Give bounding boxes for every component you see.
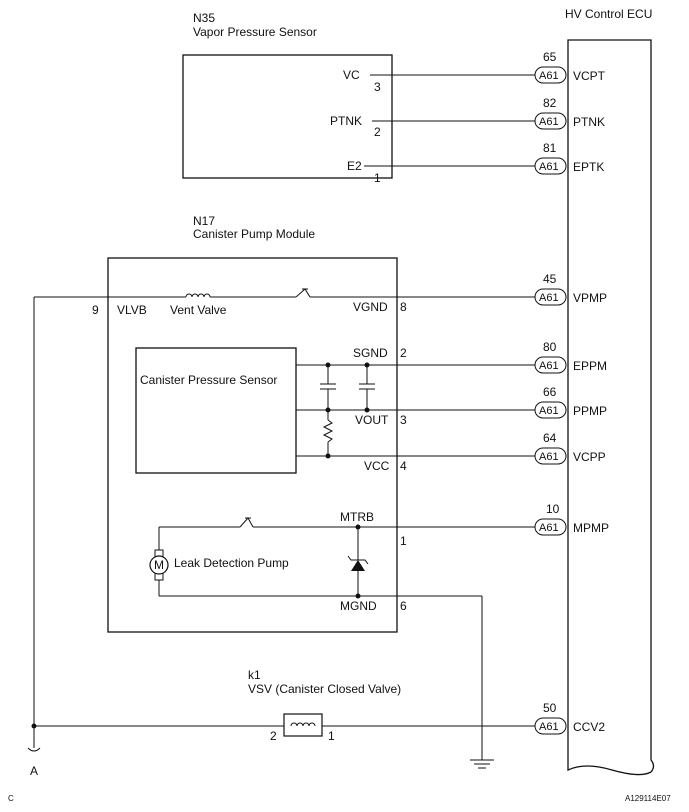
ecu-title: HV Control ECU <box>565 7 652 21</box>
ecu-pin-no: 10 <box>546 502 560 516</box>
leak-pump-label: Leak Detection Pump <box>174 556 289 570</box>
ecu-pin-name: VCPP <box>573 450 606 464</box>
ecu-pin-no: 82 <box>543 96 557 110</box>
vsv-circuit <box>27 297 535 752</box>
ecu-pin-no: 81 <box>543 141 557 155</box>
pin-name-mtrb: MTRB <box>340 510 374 524</box>
vapor-sensor-box <box>182 54 393 179</box>
leak-pump-circuit <box>149 517 535 769</box>
ecu-pin-name: VCPT <box>573 69 606 83</box>
pin-no-vlvb: 9 <box>92 303 99 317</box>
connector-code: A61 <box>539 70 559 82</box>
connector-code: A61 <box>539 405 559 417</box>
ecu-connector-vpmp: 45 A61 VPMP <box>534 272 607 306</box>
connector-code: A61 <box>539 522 559 534</box>
pin-name-mgnd: MGND <box>340 599 377 613</box>
pin-no-mtrb: 1 <box>400 534 407 548</box>
pin-no-e2: 1 <box>374 171 381 185</box>
pin-name-vcc: VCC <box>364 459 390 473</box>
connector-code: A61 <box>539 116 559 128</box>
pin-no-sgnd: 2 <box>400 346 407 360</box>
pin-name-e2: E2 <box>347 159 362 173</box>
pin-no-vout: 3 <box>400 413 407 427</box>
motor-symbol: M <box>154 558 164 572</box>
connector-code: A61 <box>539 451 559 463</box>
pin-no-vc: 3 <box>374 80 381 94</box>
ecu-connector-ppmp: 66 A61 PPMP <box>534 385 607 419</box>
ecu-pin-name: CCV2 <box>573 720 605 734</box>
pump-module-code: N17 <box>193 214 215 228</box>
connector-code: A61 <box>539 292 559 304</box>
vent-valve-label: Vent Valve <box>170 303 227 317</box>
ecu-connector-ccv2: 50 A61 CCV2 <box>534 701 605 735</box>
ecu-connector-vcpp: 64 A61 VCPP <box>534 431 606 465</box>
pin-name-vout: VOUT <box>355 413 389 427</box>
pin-no-ptnk: 2 <box>374 125 381 139</box>
ecu-pin-name: EPPM <box>573 359 607 373</box>
pin-no-vgnd: 8 <box>400 300 407 314</box>
vsv-pin-right: 1 <box>328 729 335 743</box>
ecu-pin-no: 80 <box>543 340 557 354</box>
connector-code: A61 <box>539 360 559 372</box>
ecu-pin-name: MPMP <box>573 521 609 535</box>
ecu-connector-eppm: 80 A61 EPPM <box>534 340 607 374</box>
vsv-name: VSV (Canister Closed Valve) <box>248 682 401 696</box>
ecu-connector-ptnk: 82 A61 PTNK <box>534 96 605 130</box>
ecu-connector-mpmp: 10 A61 MPMP <box>534 502 609 536</box>
canister-pressure-sensor-label: Canister Pressure Sensor <box>140 373 277 387</box>
ecu-body <box>567 39 655 776</box>
ecu-pin-no: 50 <box>543 701 557 715</box>
ecu-pin-no: 45 <box>543 272 557 286</box>
vapor-sensor-name: Vapor Pressure Sensor <box>193 25 317 39</box>
pin-name-vgnd: VGND <box>353 300 388 314</box>
ecu-pin-name: EPTK <box>573 160 604 174</box>
ecu-pin-name: VPMP <box>573 291 607 305</box>
pin-name-vc: VC <box>343 68 360 82</box>
pin-name-vlvb: VLVB <box>117 303 147 317</box>
ecu-pin-no: 64 <box>543 431 557 445</box>
pin-name-sgnd: SGND <box>353 346 388 360</box>
canister-pressure-sensor-box <box>135 347 297 474</box>
junction-label: A <box>30 764 38 778</box>
connector-code: A61 <box>539 721 559 733</box>
vapor-sensor-code: N35 <box>193 11 215 25</box>
figure-id: A129114E07 <box>625 794 671 803</box>
ecu-connector-eptk: 81 A61 EPTK <box>534 141 604 175</box>
pin-name-ptnk: PTNK <box>330 114 362 128</box>
ecu-pin-no: 66 <box>543 385 557 399</box>
vsv-code: k1 <box>248 668 261 682</box>
corner-label: C <box>8 794 14 803</box>
canister-sensor-wires <box>296 362 535 459</box>
ecu-pin-name: PTNK <box>573 115 605 129</box>
vapor-sensor-wires <box>364 74 535 167</box>
pin-no-vcc: 4 <box>400 459 407 473</box>
pump-module-name: Canister Pump Module <box>193 227 315 241</box>
ecu-pin-name: PPMP <box>573 404 607 418</box>
vent-valve-circuit <box>34 288 535 298</box>
pin-no-mgnd: 6 <box>400 599 407 613</box>
ecu-pin-no: 65 <box>543 50 557 64</box>
connector-code: A61 <box>539 161 559 173</box>
vsv-pin-left: 2 <box>270 729 277 743</box>
ecu-connector-vcpt: 65 A61 VCPT <box>534 50 606 84</box>
